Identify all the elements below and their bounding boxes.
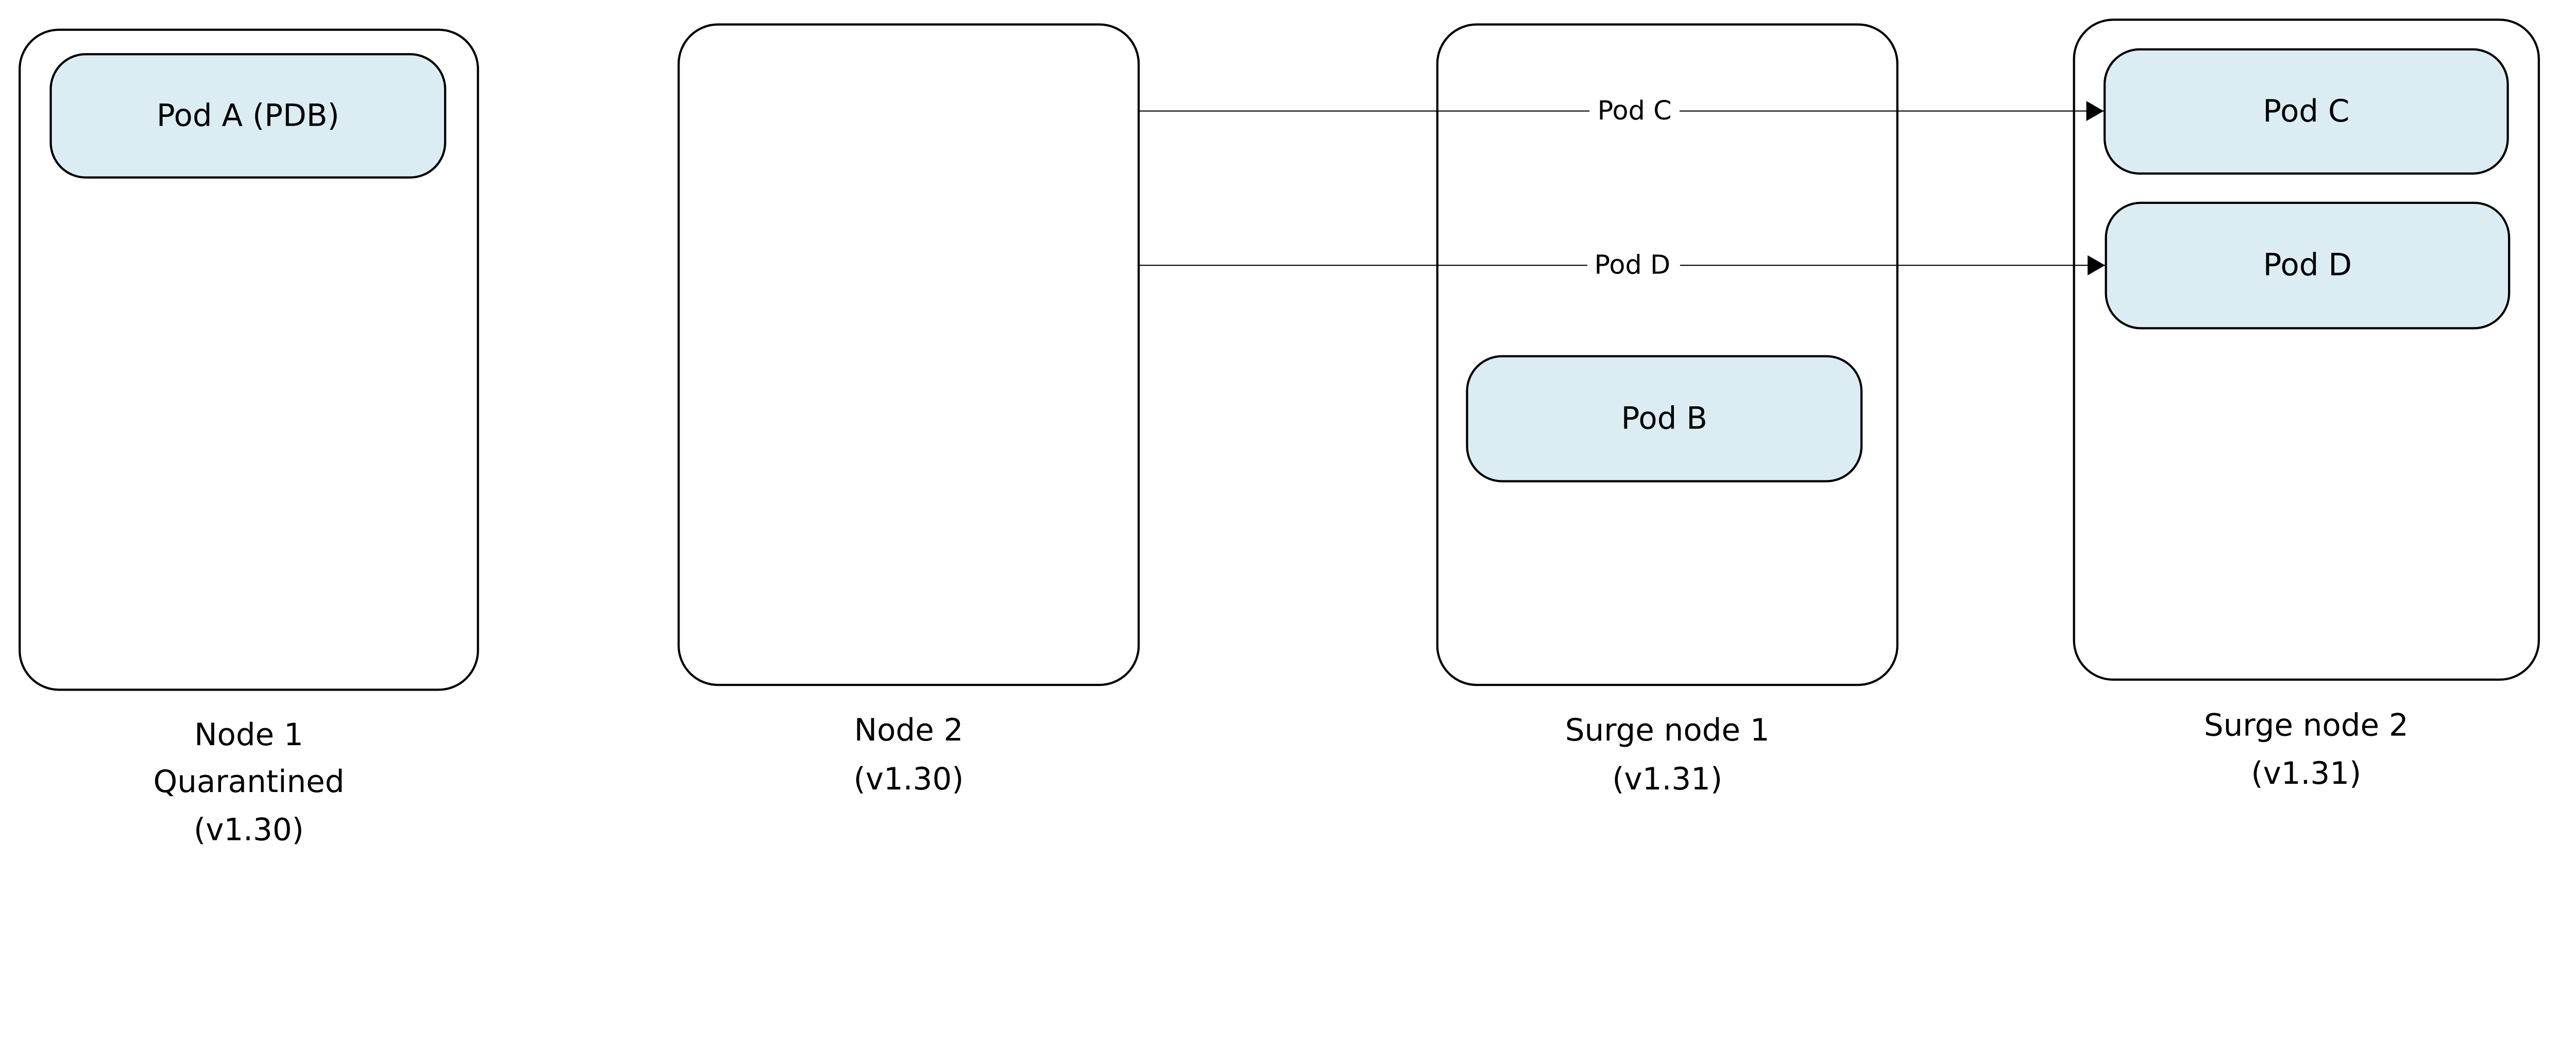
node-2-box (677, 23, 1140, 686)
pod-c-label: Pod C (2263, 94, 2349, 129)
diagram-canvas: Pod A (PDB) Node 1 Quarantined (v1.30) N… (19, 19, 2540, 848)
node-2: Node 2 (v1.30) (677, 23, 1140, 797)
pod-c (2103, 48, 2509, 175)
arrow-pod-d-label: Pod D (1595, 250, 1671, 281)
arrow-pod-d: Pod D (1139, 250, 2105, 281)
arrow-pod-c-label: Pod C (1598, 96, 1672, 126)
node-1-label-line-3: (v1.30) (194, 812, 304, 848)
surge-node-1-box (1436, 23, 1899, 686)
surge-node-1-label-line-1: Surge node 1 (1565, 713, 1770, 748)
node-1-label-line-2: Quarantined (153, 764, 344, 800)
pod-b (1466, 355, 1863, 483)
surge-node-1-label-line-2: (v1.31) (1612, 762, 1722, 797)
arrow-pod-d-label-bg (1587, 251, 1680, 280)
node-1-box (19, 28, 479, 691)
pod-d (2105, 201, 2511, 330)
node-1: Pod A (PDB) Node 1 Quarantined (v1.30) (19, 28, 479, 848)
pod-b-label: Pod B (1621, 401, 1707, 437)
pod-a-label: Pod A (PDB) (157, 98, 340, 133)
surge-node-1: Pod B Surge node 1 (v1.31) (1436, 23, 1899, 797)
surge-node-2-box (2073, 19, 2540, 681)
surge-node-2-label-line-2: (v1.31) (2251, 756, 2361, 792)
node-2-label-line-1: Node 2 (854, 713, 963, 748)
surge-node-2-label-line-1: Surge node 2 (2204, 708, 2409, 743)
pod-a (49, 53, 447, 179)
arrow-pod-c: Pod C (1139, 96, 2104, 126)
node-2-label-line-2: (v1.30) (854, 762, 964, 797)
node-1-label-line-1: Node 1 (194, 717, 303, 753)
arrow-pod-c-label-bg (1589, 97, 1680, 125)
surge-node-2: Pod C Pod D Surge node 2 (v1.31) (2073, 19, 2540, 792)
pod-d-label: Pod D (2263, 248, 2352, 283)
